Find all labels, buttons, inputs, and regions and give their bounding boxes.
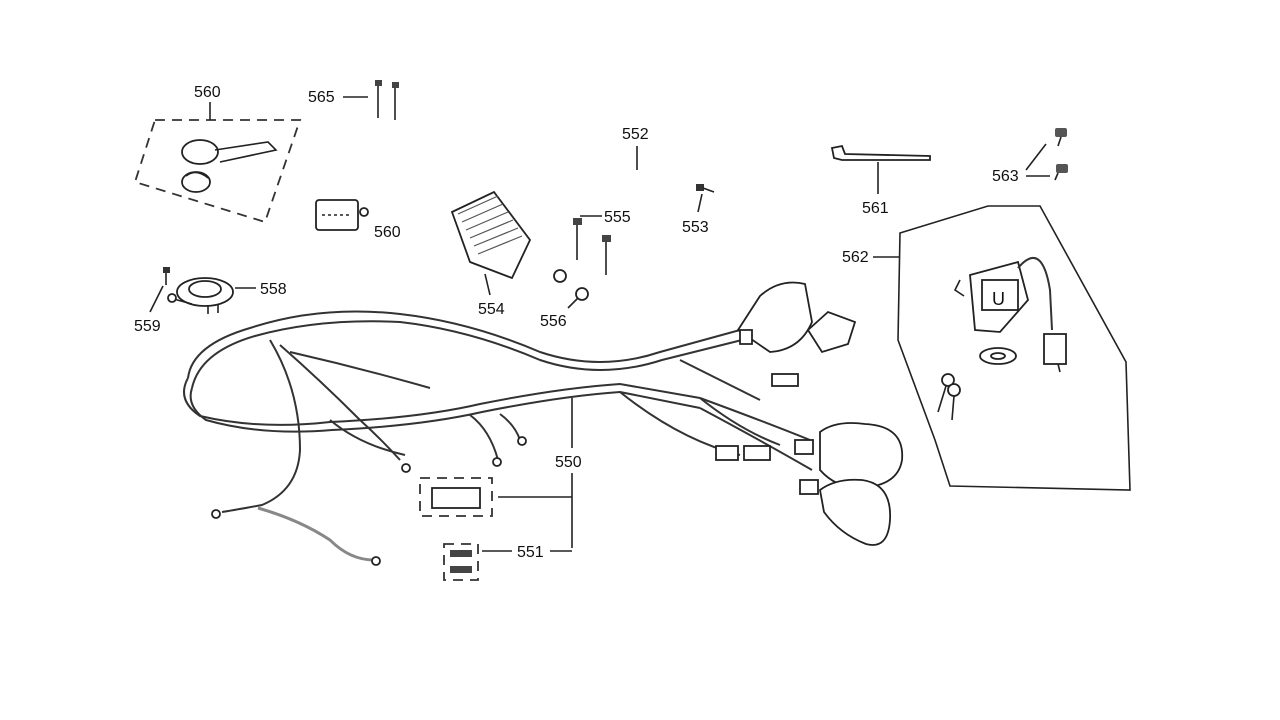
callout-554: 554 bbox=[478, 301, 505, 318]
part-550-wiring-harness bbox=[183, 281, 904, 566]
callout-565: 565 bbox=[308, 89, 335, 106]
callout-563: 563 bbox=[992, 168, 1019, 185]
part-559-screw bbox=[163, 267, 170, 285]
callout-558: 558 bbox=[260, 281, 287, 298]
callout-551: 551 bbox=[517, 544, 544, 561]
part-551-fuse-box bbox=[419, 477, 493, 581]
part-553-screw bbox=[696, 184, 715, 193]
part-561-cable-tie bbox=[830, 144, 931, 161]
callout-559: 559 bbox=[134, 318, 161, 335]
callout-552: 552 bbox=[622, 126, 649, 143]
key-icon bbox=[937, 373, 961, 421]
relay-mark-text: U bbox=[992, 289, 1005, 309]
part-555-bolts bbox=[573, 218, 611, 275]
callout-560-relay: 560 bbox=[374, 224, 401, 241]
part-558-horn bbox=[167, 277, 234, 314]
part-556-nuts bbox=[553, 269, 589, 301]
callout-560-top: 560 bbox=[194, 84, 221, 101]
part-560-switch-group bbox=[133, 119, 302, 224]
part-554-regulator bbox=[450, 190, 532, 280]
callout-555: 555 bbox=[604, 209, 631, 226]
callout-562: 562 bbox=[842, 249, 869, 266]
callout-556: 556 bbox=[540, 313, 567, 330]
callout-561: 561 bbox=[862, 200, 889, 217]
callout-550: 550 bbox=[555, 454, 582, 471]
part-562-ignition-group: U bbox=[897, 205, 1131, 491]
part-560-relay bbox=[315, 199, 369, 231]
part-563-screws bbox=[1054, 128, 1068, 181]
callout-553: 553 bbox=[682, 219, 709, 236]
part-565-bolts bbox=[375, 80, 399, 120]
